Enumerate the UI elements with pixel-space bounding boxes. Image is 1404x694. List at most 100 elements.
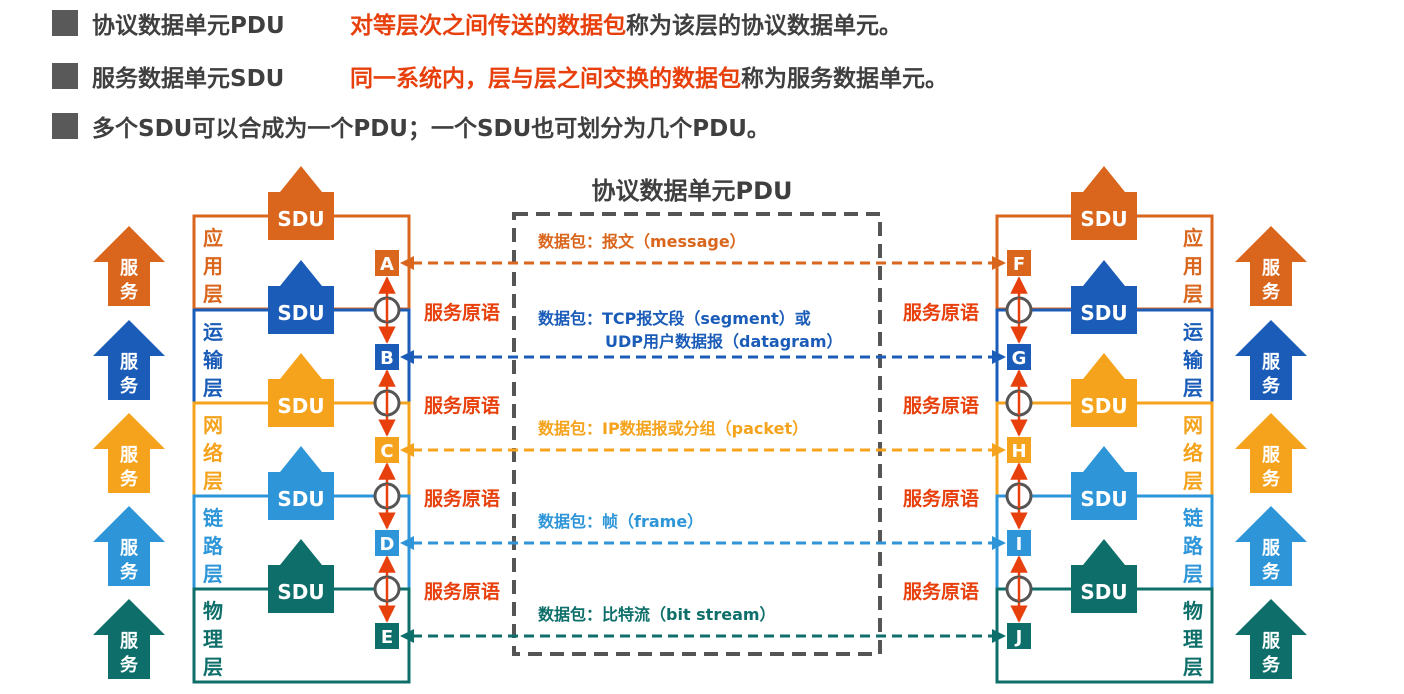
- pdu-title: 协议数据单元PDU: [592, 177, 793, 205]
- service-arrow-icon: [1235, 226, 1307, 306]
- layer-name-char: 路: [203, 534, 224, 558]
- service-label: 务: [1262, 561, 1281, 583]
- service-label: 服: [1262, 445, 1281, 466]
- service-label: 务: [120, 654, 139, 676]
- service-arrow-icon: [1235, 506, 1307, 586]
- packet-label: UDP用户数据报（datagram）: [605, 332, 843, 351]
- peer-arrowhead-left: [400, 629, 414, 643]
- bullet-rest: 称为该层的协议数据单元。: [626, 13, 902, 39]
- layer-name-char: 用: [1183, 254, 1203, 278]
- entity-box: [1007, 344, 1031, 370]
- sdu-arrow-icon: [268, 539, 334, 613]
- service-arrow-icon: [93, 413, 165, 493]
- packet-label: 数据包：报文（message）: [538, 232, 746, 251]
- layer-name-char: 输: [203, 348, 224, 372]
- entity-box: [1007, 250, 1031, 276]
- service-arrow-icon: [93, 226, 165, 306]
- entity-box: [375, 437, 399, 463]
- peer-arrowhead-left: [400, 536, 414, 550]
- packet-label: 数据包：TCP报文段（segment）或: [538, 309, 811, 328]
- sdu-arrow-icon: [1071, 353, 1137, 427]
- peer-arrowhead-right: [992, 536, 1006, 550]
- sdu-label: SDU: [1080, 580, 1127, 604]
- layer-name-char: 理: [203, 627, 223, 651]
- service-arrow-icon: [93, 599, 165, 679]
- sdu-arrow-icon: [268, 260, 334, 334]
- layer-name-char: 层: [1183, 655, 1203, 679]
- sdu-label: SDU: [277, 487, 324, 511]
- packet-label: 数据包：帧（frame）: [538, 512, 703, 531]
- entity-box: [375, 250, 399, 276]
- layer-name-char: 层: [203, 562, 223, 586]
- sdu-arrow-icon: [1071, 260, 1137, 334]
- bullet-compose: 多个SDU可以合成为一个PDU；一个SDU也可划分为几个PDU。: [52, 106, 770, 146]
- layer-name-char: 物: [203, 599, 223, 623]
- service-arrow-icon: [93, 506, 165, 586]
- peer-arrowhead-right: [992, 256, 1006, 270]
- service-label: 服: [120, 631, 139, 652]
- sdu-label: SDU: [1080, 301, 1127, 325]
- packet-label: 数据包：IP数据报或分组（packet）: [538, 419, 808, 438]
- entity-id: H: [1011, 441, 1026, 462]
- sdu-label: SDU: [277, 207, 324, 231]
- bullet-square-icon: [52, 113, 78, 139]
- service-primitive-label: 服务原语: [424, 301, 500, 324]
- service-label: 服: [120, 258, 139, 279]
- layer-name-char: 层: [1183, 469, 1203, 493]
- service-primitive-label: 服务原语: [903, 487, 979, 510]
- bullet-pdu: 协议数据单元PDU 对等层次之间传送的数据包称为该层的协议数据单元。: [52, 3, 902, 43]
- layer-name-char: 层: [1183, 376, 1203, 400]
- pdu-frame: [512, 212, 882, 656]
- entity-id: F: [1013, 254, 1025, 275]
- entity-id: C: [380, 441, 393, 462]
- service-label: 服: [120, 445, 139, 466]
- entity-box: [375, 623, 399, 649]
- service-arrow-icon: [93, 320, 165, 400]
- sdu-arrow-icon: [1071, 166, 1137, 240]
- layer-name-char: 网: [203, 413, 223, 437]
- entity-box: [375, 344, 399, 370]
- layer-name-char: 络: [1183, 441, 1203, 465]
- service-primitive-label: 服务原语: [903, 580, 979, 603]
- service-primitive-label: 服务原语: [424, 487, 500, 510]
- bullet-square-icon: [52, 63, 78, 89]
- peer-arrowhead-right: [992, 350, 1006, 364]
- sdu-arrow-icon: [268, 446, 334, 520]
- entity-id: G: [1012, 348, 1027, 369]
- layer-name-char: 应: [203, 226, 223, 250]
- service-label: 务: [120, 468, 139, 490]
- layer-name-char: 层: [203, 282, 223, 306]
- layer-name-char: 层: [203, 655, 223, 679]
- peer-arrowhead-left: [400, 350, 414, 364]
- service-label: 务: [120, 375, 139, 397]
- service-arrow-icon: [1235, 320, 1307, 400]
- service-label: 务: [1262, 654, 1281, 676]
- service-label: 服: [1262, 352, 1281, 373]
- service-label: 务: [120, 281, 139, 303]
- sdu-arrow-icon: [268, 353, 334, 427]
- bullet-square-icon: [52, 10, 78, 36]
- layer-name-char: 络: [203, 441, 223, 465]
- service-label: 服: [120, 352, 139, 373]
- layer-name-char: 层: [1183, 282, 1203, 306]
- service-label: 服: [1262, 631, 1281, 652]
- bullet-term: 协议数据单元PDU: [92, 13, 285, 39]
- entity-box: [1007, 530, 1031, 556]
- layer-name-char: 层: [1183, 562, 1203, 586]
- sdu-label: SDU: [277, 580, 324, 604]
- sdu-arrow-icon: [268, 166, 334, 240]
- peer-arrowhead-right: [992, 443, 1006, 457]
- bullet-highlight: 对等层次之间传送的数据包: [350, 13, 626, 39]
- sdu-arrow-icon: [1071, 446, 1137, 520]
- entity-box: [1007, 623, 1031, 649]
- entity-id: B: [380, 348, 394, 369]
- service-arrow-icon: [1235, 413, 1307, 493]
- layer-name-char: 运: [1183, 320, 1203, 344]
- service-primitive-label: 服务原语: [424, 580, 500, 603]
- layer-name-char: 链: [203, 506, 224, 530]
- entity-id: D: [380, 534, 395, 555]
- service-label: 务: [1262, 281, 1281, 303]
- bullet-rest: 多个SDU可以合成为一个PDU；一个SDU也可划分为几个PDU。: [92, 116, 770, 142]
